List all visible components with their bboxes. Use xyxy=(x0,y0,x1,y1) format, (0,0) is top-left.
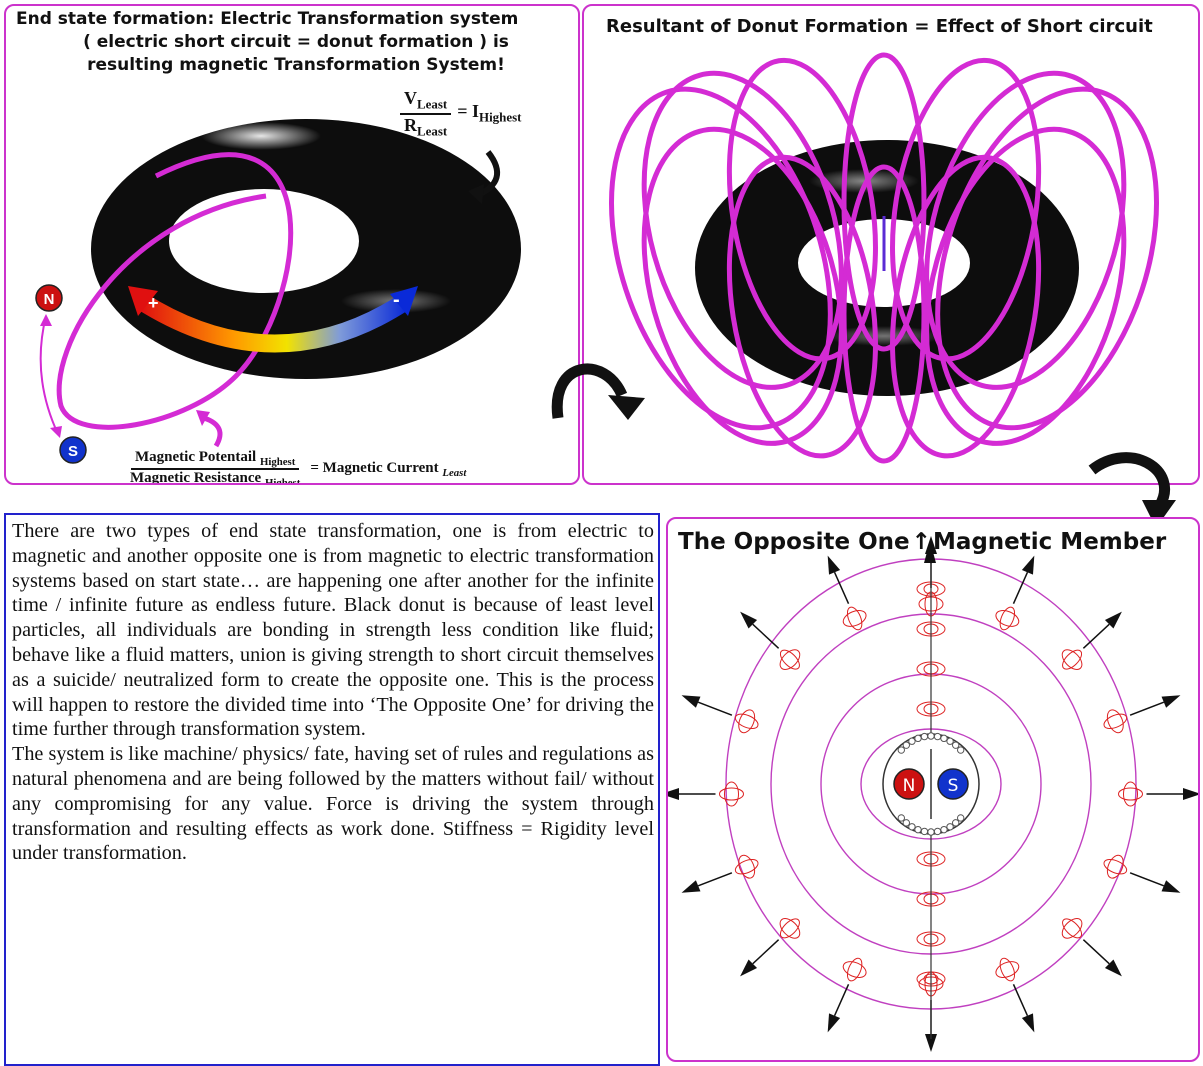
electric-panel-title: End state formation: Electric Transforma… xyxy=(16,8,576,77)
minus-sign: - xyxy=(393,289,400,311)
north-pole-marker: N xyxy=(36,285,62,311)
radial-arrow-shaft xyxy=(1013,572,1027,603)
particle-bead xyxy=(957,747,963,753)
explanation-text: There are two types of end state transfo… xyxy=(12,519,654,866)
particle-bead xyxy=(898,815,904,821)
particle-bead xyxy=(928,829,934,835)
south-pole-marker: S xyxy=(60,437,86,463)
radial-arrow-head xyxy=(828,1013,840,1032)
small-field-loop xyxy=(841,607,869,629)
donut-panel-title: Resultant of Donut Formation = Effect of… xyxy=(606,16,1153,37)
small-field-loop xyxy=(994,607,1022,629)
paragraph-1: There are two types of end state transfo… xyxy=(12,519,654,742)
radial-arrow-shaft xyxy=(1130,702,1164,715)
small-field-loop xyxy=(1119,788,1143,800)
small-field-loop xyxy=(845,605,865,632)
svg-text:S: S xyxy=(948,776,959,796)
radial-arrow-shaft xyxy=(835,984,849,1015)
particle-bead xyxy=(952,820,958,826)
small-field-loop xyxy=(733,711,760,731)
radial-arrow-head xyxy=(682,880,701,892)
radial-arrow-head xyxy=(668,788,679,800)
radial-arrow-head xyxy=(1022,556,1034,575)
electric-formula: VLeast RLeast = IHighest xyxy=(400,88,521,139)
particle-bead xyxy=(947,824,953,830)
magnetic-member-title: The Opposite One↑Magnetic Member xyxy=(678,529,1166,555)
small-field-loop xyxy=(1102,711,1129,731)
small-field-loop xyxy=(841,958,869,980)
radial-arrow-shaft xyxy=(1083,624,1109,648)
radial-arrow-shaft xyxy=(1013,984,1027,1015)
small-field-loop xyxy=(736,708,758,736)
magnetic-member-panel: N S The Opposite One↑Magnetic Member xyxy=(666,517,1200,1062)
donut-formation-panel: Resultant of Donut Formation = Effect of… xyxy=(582,4,1200,485)
small-field-loop xyxy=(845,956,865,983)
radial-arrow-shaft xyxy=(753,940,779,964)
center-magnet: N S xyxy=(883,733,979,835)
particle-bead xyxy=(915,735,921,741)
particle-bead xyxy=(934,733,940,739)
radial-arrow-shaft xyxy=(1083,940,1109,964)
title-left: The Opposite One xyxy=(678,529,910,555)
small-field-loop xyxy=(736,853,758,881)
electric-transformation-panel: + - N S End state formation: Electric Tr… xyxy=(4,4,580,485)
paragraph-2: The system is like machine/ physics/ fat… xyxy=(12,742,654,866)
small-field-loop xyxy=(720,788,744,800)
small-field-loop xyxy=(776,646,803,673)
particle-bead xyxy=(909,824,915,830)
particle-bead xyxy=(952,742,958,748)
title-line-3: resulting magnetic Transformation System… xyxy=(16,54,576,77)
radial-arrow-shaft xyxy=(1130,873,1164,886)
magnetic-formula: Magnetic Potentail Highest Magnetic Resi… xyxy=(126,449,466,485)
plus-sign: + xyxy=(148,293,159,313)
small-field-loop xyxy=(997,956,1017,983)
radial-arrow-shaft xyxy=(753,624,779,648)
small-field-loop xyxy=(1104,708,1126,736)
particle-bead xyxy=(915,826,921,832)
particle-bead xyxy=(941,826,947,832)
small-field-loop xyxy=(997,605,1017,632)
electric-transformation-diagram: + - N S xyxy=(6,6,580,485)
magnetic-field-loops xyxy=(584,50,1196,467)
particle-bead xyxy=(903,742,909,748)
svg-text:N: N xyxy=(44,291,55,308)
title-line-1: End state formation: Electric Transforma… xyxy=(16,8,576,31)
title-right: Magnetic Member xyxy=(933,529,1166,555)
particle-bead xyxy=(898,747,904,753)
radial-arrow-head xyxy=(828,556,840,575)
particle-bead xyxy=(909,738,915,744)
curved-arrow-magenta-icon xyxy=(204,418,220,446)
particle-bead xyxy=(903,820,909,826)
particle-bead xyxy=(934,828,940,834)
small-field-loop xyxy=(1104,853,1126,881)
small-field-loop xyxy=(1059,646,1086,673)
title-line-2: ( electric short circuit = donut formati… xyxy=(16,31,576,54)
pole-link-arrow xyxy=(41,316,58,434)
radial-arrow-head xyxy=(682,695,701,707)
magnetic-member-diagram: N S xyxy=(668,519,1200,1062)
svg-text:N: N xyxy=(903,776,916,796)
radial-arrow-head xyxy=(1162,880,1181,892)
radial-arrow-head xyxy=(1162,695,1181,707)
radial-arrow-shaft xyxy=(698,702,732,715)
radial-arrow-head xyxy=(1022,1013,1034,1032)
particle-bead xyxy=(921,828,927,834)
radial-arrow-head xyxy=(1183,788,1200,800)
donut-field-diagram xyxy=(584,6,1200,485)
particle-bead xyxy=(957,815,963,821)
particle-bead xyxy=(921,733,927,739)
particle-bead xyxy=(941,735,947,741)
particle-bead xyxy=(947,738,953,744)
explanation-text-panel: There are two types of end state transfo… xyxy=(4,513,660,1066)
particle-bead xyxy=(928,733,934,739)
radial-arrow-shaft xyxy=(835,572,849,603)
radial-arrow-shaft xyxy=(698,873,732,886)
svg-text:S: S xyxy=(68,443,78,460)
small-field-loop xyxy=(994,958,1022,980)
